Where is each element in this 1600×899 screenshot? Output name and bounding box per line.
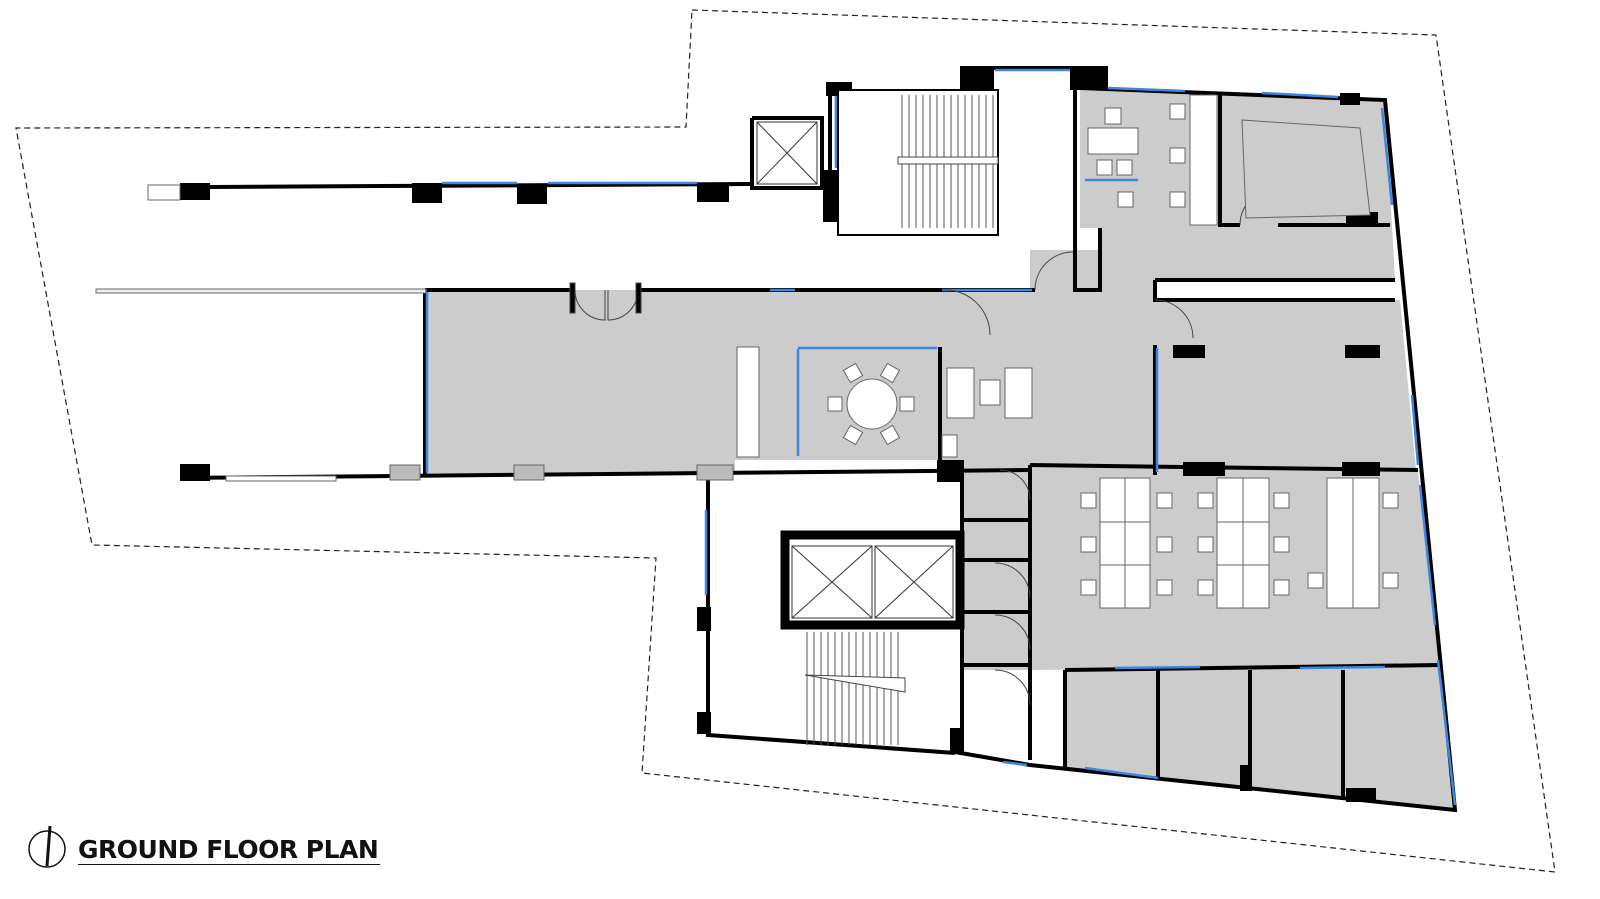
site-boundary [15, 9, 1556, 873]
south-offices [1065, 665, 1455, 810]
central-circulation [962, 250, 1160, 670]
round-table [846, 378, 898, 430]
furniture [736, 94, 1399, 609]
elevator-icon [756, 121, 954, 619]
stair-north [837, 89, 999, 236]
doors [569, 189, 1276, 706]
stair-south [804, 632, 906, 745]
walls [179, 66, 1458, 813]
wall-columns [180, 66, 1380, 802]
grey-columns [95, 184, 734, 482]
windows [425, 68, 1457, 806]
plan-title: GROUND FLOOR PLAN [78, 835, 381, 865]
east-room [1155, 300, 1416, 470]
north-arrow-icon [28, 825, 66, 868]
